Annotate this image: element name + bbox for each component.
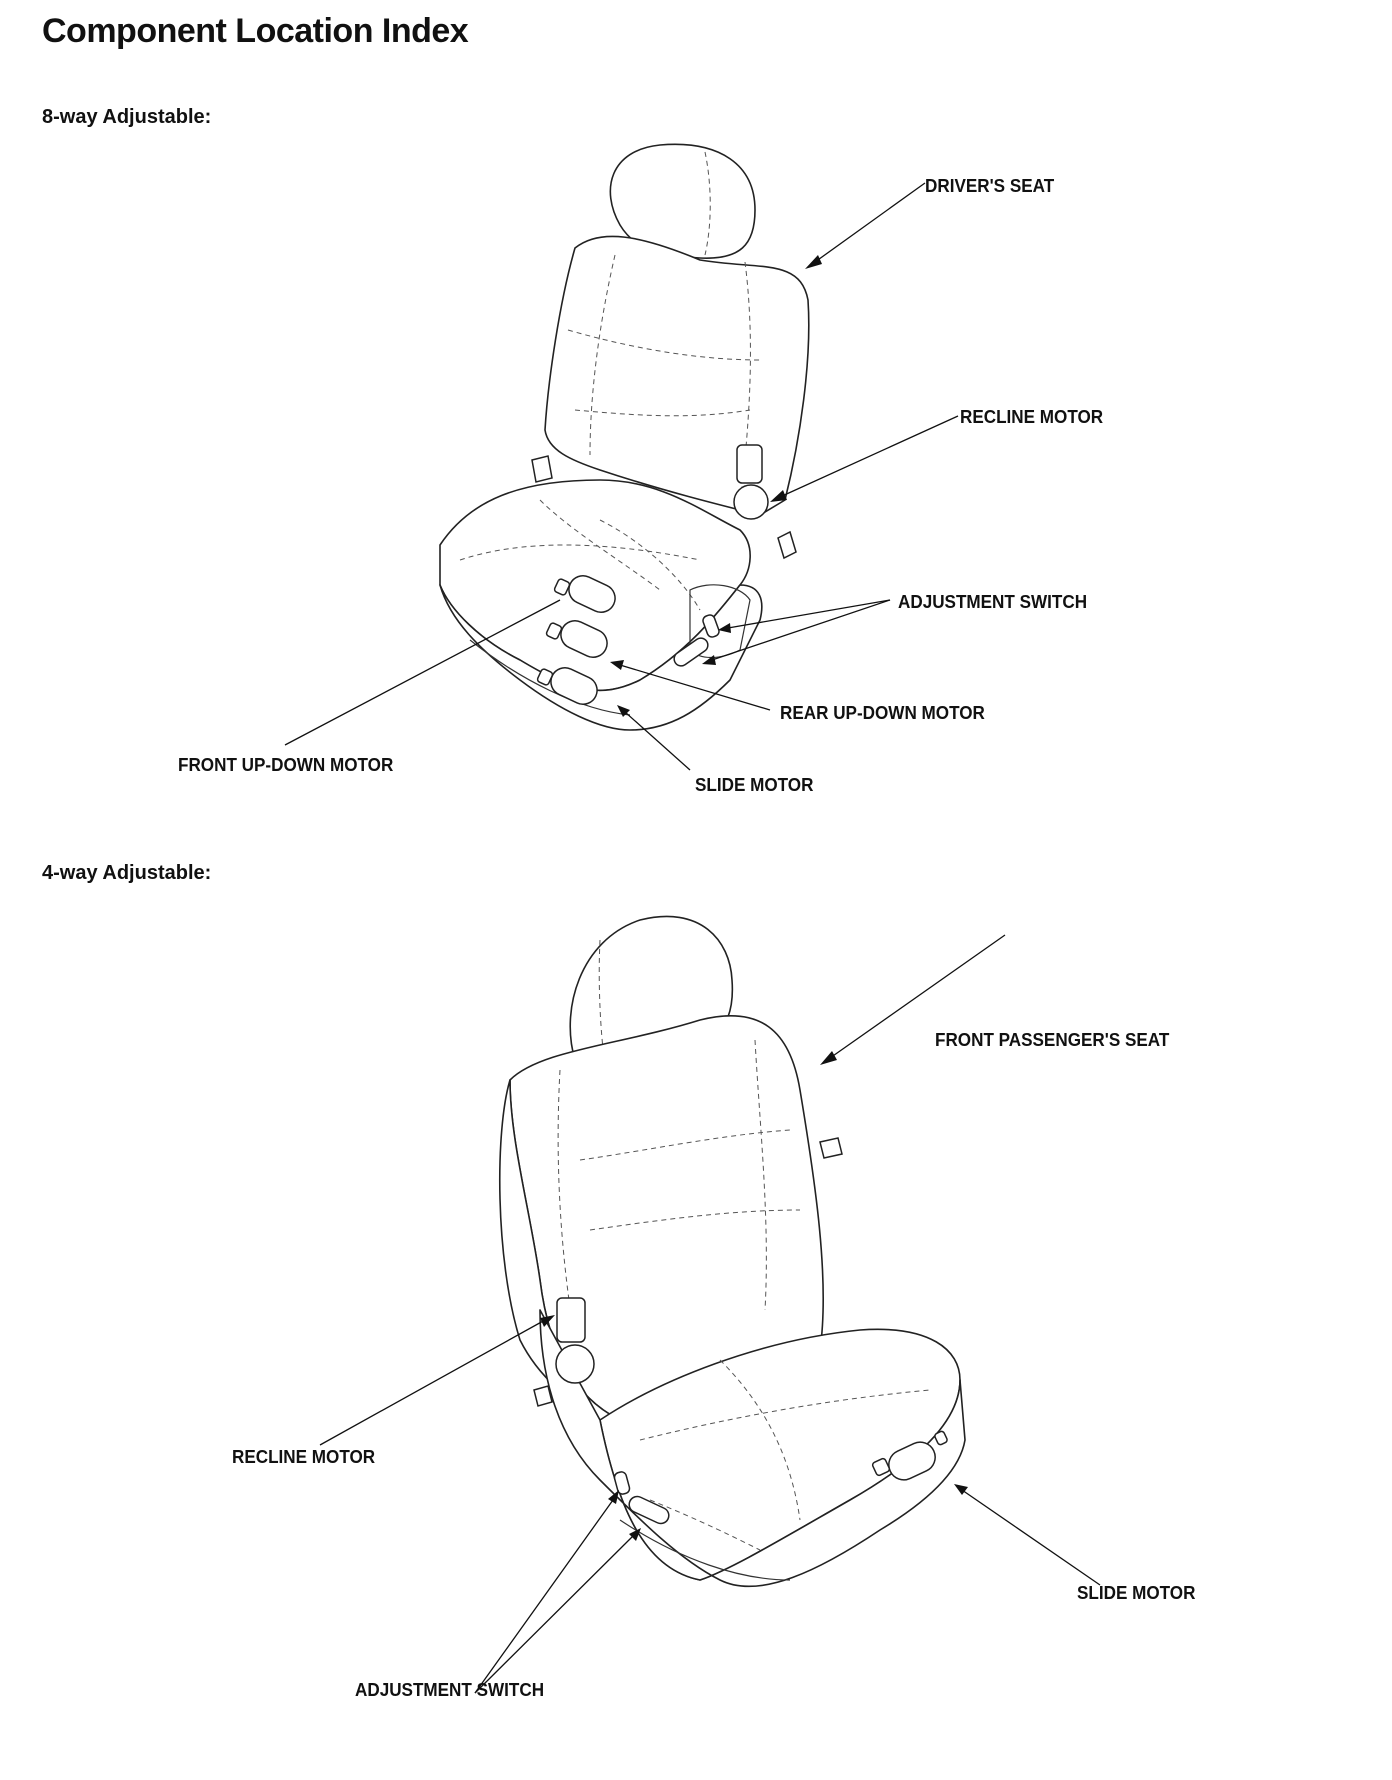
front-up-down-motor-part	[553, 575, 616, 613]
label-recline-motor-4way: RECLINE MOTOR	[232, 1447, 376, 1467]
front-passengers-seat-illustration	[498, 915, 966, 1588]
label-front-up-down-motor: FRONT UP-DOWN MOTOR	[178, 755, 394, 775]
label-slide-motor-4way: SLIDE MOTOR	[1077, 1583, 1196, 1603]
adjustment-switch-lever	[628, 1495, 670, 1525]
section-heading-8way: 8-way Adjustable:	[42, 106, 212, 128]
drivers-seat-diagram	[284, 143, 959, 771]
label-front-passengers-seat: FRONT PASSENGER'S SEAT	[935, 1030, 1170, 1050]
label-adjustment-switch-4way: ADJUSTMENT SWITCH	[355, 1680, 545, 1700]
recline-motor-part	[556, 1297, 586, 1343]
seat-back	[544, 235, 810, 516]
label-recline-motor-8way: RECLINE MOTOR	[960, 407, 1104, 427]
slide-motor-part	[536, 667, 598, 705]
adjustment-switch-knob	[702, 614, 720, 638]
drivers-seat-illustration	[439, 143, 810, 731]
rear-up-down-motor-part	[545, 620, 608, 658]
leader-lines-8way	[284, 182, 959, 771]
label-rear-up-down-motor: REAR UP-DOWN MOTOR	[780, 703, 985, 723]
page-title: Component Location Index	[42, 12, 469, 50]
section-heading-4way: 4-way Adjustable:	[42, 862, 212, 884]
label-slide-motor-8way: SLIDE MOTOR	[695, 775, 814, 795]
seat-base	[439, 584, 763, 731]
adjustment-switch-knob	[613, 1471, 631, 1495]
label-adjustment-switch-8way: ADJUSTMENT SWITCH	[898, 592, 1088, 612]
label-drivers-seat: DRIVER'S SEAT	[925, 176, 1055, 196]
front-passengers-seat-diagram	[319, 915, 1101, 1694]
recline-motor-part	[736, 444, 763, 484]
leader-lines-4way	[319, 934, 1101, 1694]
adjustment-switch-lever	[673, 637, 709, 667]
slide-motor-part	[871, 1430, 948, 1481]
